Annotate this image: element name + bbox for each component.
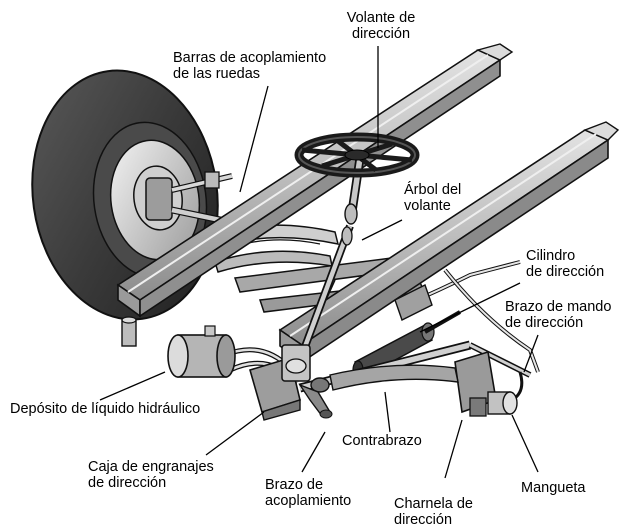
- label-line: Cilindro: [526, 248, 576, 264]
- steering-wheel: [294, 132, 420, 178]
- leader-barras: [239, 85, 269, 193]
- label-line: Brazo de: [265, 477, 324, 493]
- label-line: dirección: [351, 26, 411, 42]
- label-cilindro-de-direccion: Cilindro de dirección: [526, 248, 604, 280]
- frame-rail-left: [116, 43, 514, 318]
- steering-knuckle: [454, 350, 518, 417]
- pitman-arm: [298, 383, 333, 419]
- label-mangueta: Mangueta: [521, 480, 586, 496]
- label-line: Caja de engranajes: [88, 459, 214, 475]
- label-deposito-liquido-hidraulico: Depósito de líquido hidráulico: [10, 401, 200, 417]
- leader-mangueta: [511, 414, 539, 473]
- label-line: Volante de: [346, 10, 416, 26]
- label-arbol-del-volante: Árbol del volante: [404, 182, 461, 214]
- leader-deposito: [99, 371, 166, 401]
- label-charnela-de-direccion: Charnela de dirección: [394, 496, 473, 528]
- leader-charnela: [444, 419, 463, 479]
- label-line: Mangueta: [521, 480, 586, 496]
- leader-contrabrazo: [384, 391, 391, 433]
- hydraulic-reservoir: [121, 316, 236, 378]
- label-line: dirección: [394, 512, 453, 528]
- leader-brazo-mando: [523, 334, 539, 373]
- leader-brazo-acopl: [301, 431, 326, 473]
- label-line: Depósito de líquido hidráulico: [10, 401, 201, 417]
- label-line: de dirección: [526, 264, 605, 280]
- label-line: de dirección: [505, 315, 584, 331]
- front-axle-beam: [329, 364, 459, 391]
- label-brazo-de-mando: Brazo de mando de dirección: [505, 299, 611, 331]
- label-line: de las ruedas: [173, 66, 261, 82]
- steering-shaft: [299, 157, 365, 354]
- label-line: Barras de acoplamiento: [173, 50, 327, 66]
- label-volante-de-direccion: Volante de dirección: [336, 10, 426, 42]
- label-brazo-de-acoplamiento: Brazo de acoplamiento: [265, 477, 351, 509]
- label-line: acoplamiento: [265, 493, 352, 509]
- steering-gearbox: [249, 344, 311, 421]
- leader-cilindro: [419, 282, 521, 333]
- label-line: Charnela de: [394, 496, 473, 512]
- hub-bracket: [145, 177, 173, 221]
- leader-lines: [99, 46, 539, 479]
- label-barras-de-acoplamiento: Barras de acoplamiento de las ruedas: [173, 50, 326, 82]
- label-line: Contrabrazo: [342, 433, 422, 449]
- label-caja-de-engranajes: Caja de engranajes de dirección: [88, 459, 214, 491]
- wheel: [31, 69, 219, 321]
- label-line: Brazo de mando: [505, 299, 612, 315]
- label-contrabrazo: Contrabrazo: [342, 433, 422, 449]
- leader-arbol: [361, 219, 403, 241]
- leader-caja: [205, 411, 265, 456]
- label-line: Árbol del: [404, 182, 462, 198]
- label-line: volante: [404, 198, 451, 214]
- label-line: de dirección: [88, 475, 167, 491]
